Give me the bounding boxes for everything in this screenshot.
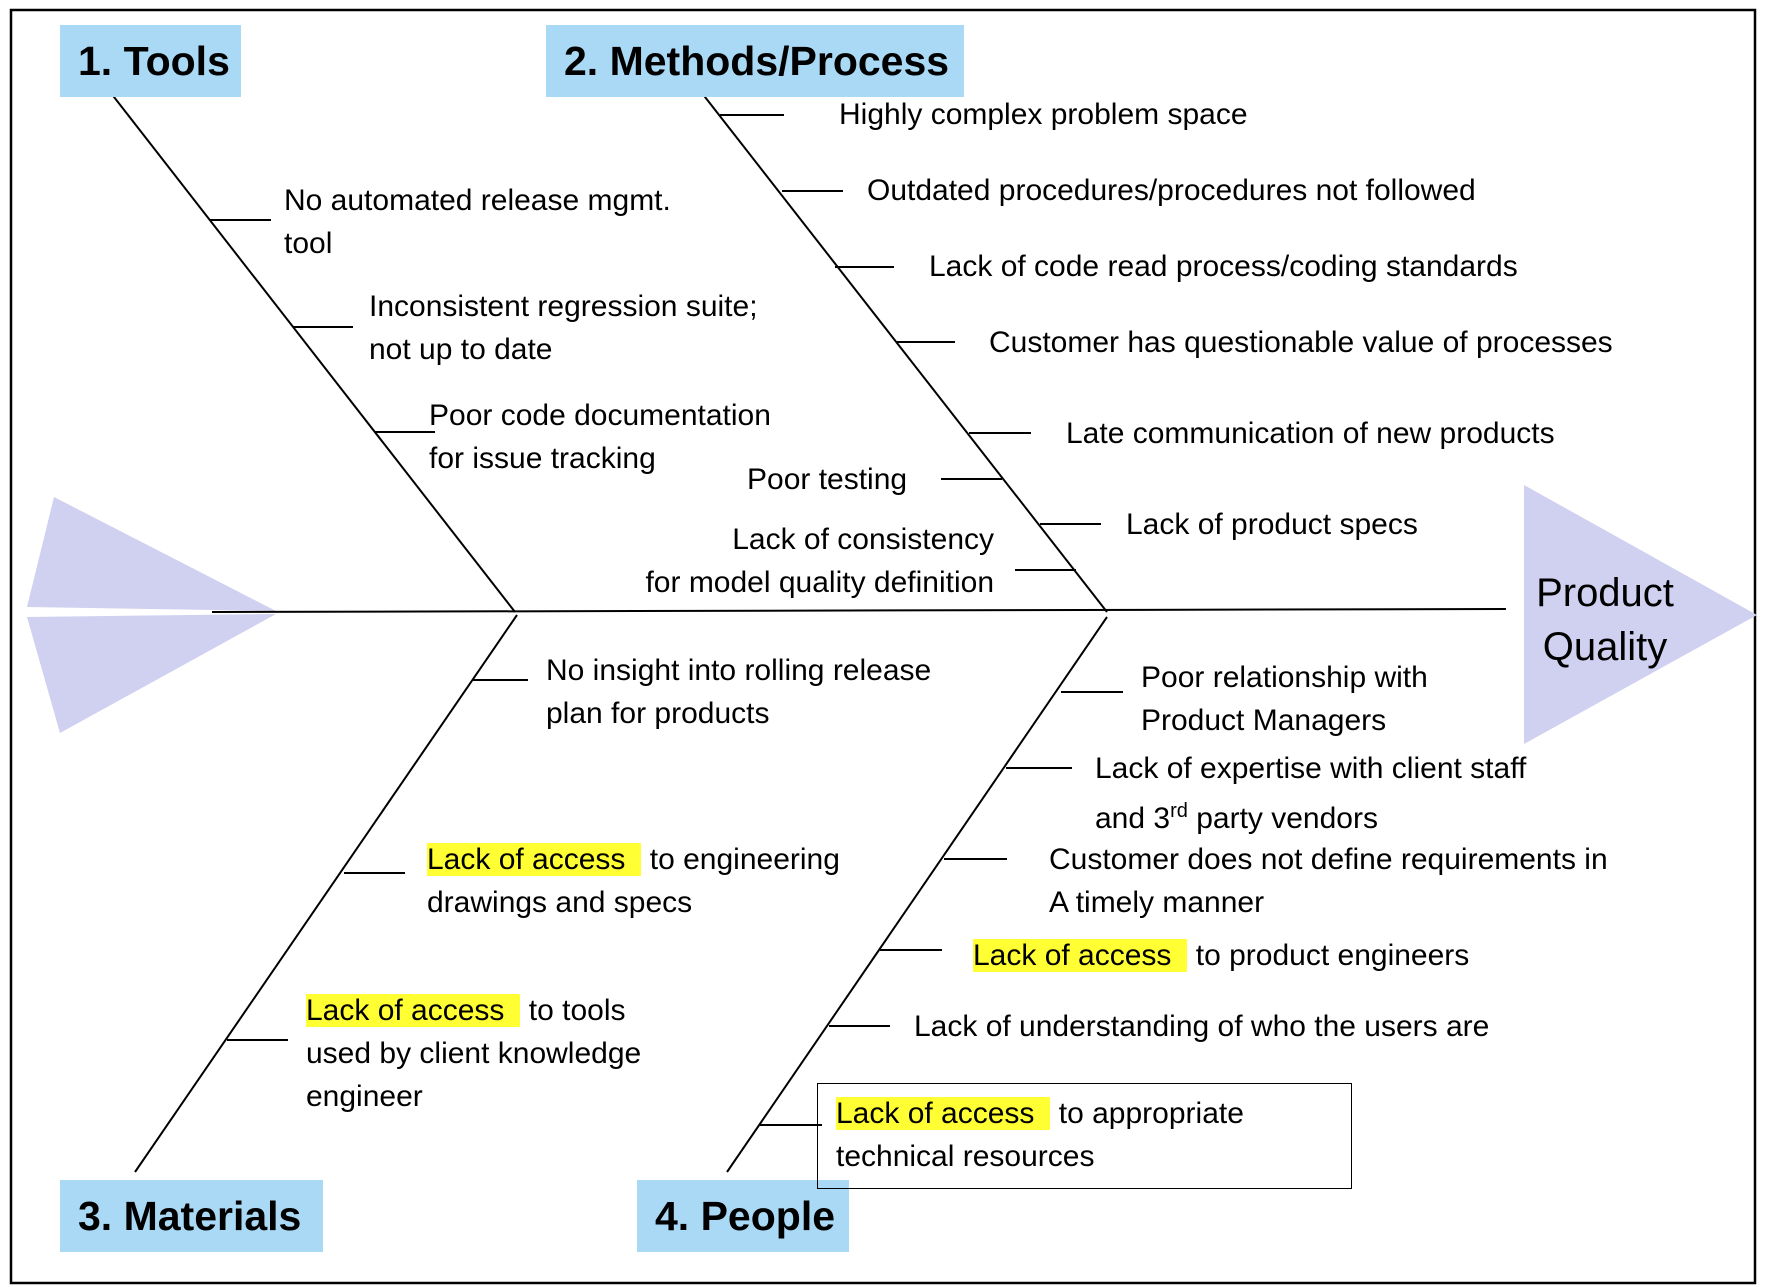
cause-people-5: Lack of understanding of who the users a… — [914, 1010, 1490, 1043]
cause-methods-6: Poor testing — [747, 463, 908, 496]
cause-text: No insight into rolling release — [546, 654, 932, 687]
cause-text: Lack of expertise with client staff — [1095, 752, 1527, 785]
cause-people-3: Customer does not define requirements in… — [1049, 838, 1608, 924]
cause-people-6: Lack of access to appropriate technical … — [836, 1092, 1244, 1178]
bone-methods — [697, 87, 1108, 613]
boxed-cause-frame — [817, 1083, 1352, 1189]
cause-methods-8: Lack of consistency for model quality de… — [594, 518, 994, 604]
cause-text: not up to date — [369, 333, 553, 366]
cause-methods-4: Customer has questionable value of proce… — [989, 326, 1613, 359]
category-tools: 1. Tools — [60, 25, 241, 97]
cause-methods-2: Outdated procedures/procedures not follo… — [867, 174, 1476, 207]
cause-text: for issue tracking — [429, 442, 656, 475]
superscript: rd — [1170, 800, 1188, 822]
cause-tools-3: Poor code documentation for issue tracki… — [429, 394, 771, 480]
cause-text: to engineering — [641, 843, 840, 876]
tail-lower-fin — [27, 614, 276, 733]
cause-methods-7: Lack of product specs — [1126, 508, 1418, 541]
effect-head-triangle — [1524, 485, 1757, 744]
bone-tools — [106, 87, 516, 613]
highlight-lack-of-access: Lack of access — [836, 1097, 1051, 1130]
cause-text: technical resources — [836, 1140, 1095, 1173]
cause-text: Product Managers — [1141, 704, 1387, 737]
cause-text: used by client knowledge — [306, 1037, 642, 1070]
cause-text: to product engineers — [1187, 939, 1470, 972]
outer-border — [9, 8, 1757, 1285]
effect-line-1: Product — [1536, 571, 1674, 615]
effect-line-2: Quality — [1542, 625, 1668, 669]
cause-text: party vendors — [1187, 802, 1378, 835]
cause-text: to tools — [520, 994, 626, 1027]
spine — [211, 608, 1507, 613]
cause-text: plan for products — [546, 697, 770, 730]
cause-text: A timely manner — [1049, 886, 1265, 919]
highlight-lack-of-access: Lack of access — [973, 939, 1188, 972]
cause-methods-3: Lack of code read process/coding standar… — [929, 250, 1518, 283]
cause-text: Inconsistent regression suite; — [369, 290, 758, 323]
cause-text: and 3 — [1095, 802, 1171, 835]
category-materials: 3. Materials — [60, 1180, 323, 1252]
cause-methods-5: Late communication of new products — [1066, 417, 1555, 450]
cause-text: to appropriate — [1050, 1097, 1244, 1130]
highlight-lack-of-access: Lack of access — [427, 843, 642, 876]
cause-text: tool — [284, 227, 333, 260]
cause-text: Lack of consistency — [732, 523, 994, 556]
cause-text: drawings and specs — [427, 886, 693, 919]
highlight-lack-of-access: Lack of access — [306, 994, 521, 1027]
tail-upper-fin — [27, 497, 276, 611]
category-methods: 2. Methods/Process — [546, 25, 964, 97]
cause-materials-2: Lack of access to engineering drawings a… — [427, 838, 840, 924]
bone-people — [726, 616, 1108, 1173]
bone-materials — [134, 614, 518, 1173]
cause-tools-1: No automated release mgmt. tool — [284, 179, 671, 265]
cause-tools-2: Inconsistent regression suite; not up to… — [369, 285, 758, 371]
cause-people-1: Poor relationship with Product Managers — [1141, 656, 1428, 742]
cause-text: No automated release mgmt. — [284, 184, 671, 217]
cause-people-4: Lack of access to product engineers — [973, 934, 1469, 977]
cause-materials-1: No insight into rolling release plan for… — [546, 649, 931, 735]
cause-materials-3: Lack of access to tools used by client k… — [306, 989, 641, 1118]
effect-label: Product Quality — [1510, 566, 1700, 674]
cause-text: Poor code documentation — [429, 399, 771, 432]
cause-text: Poor relationship with — [1141, 661, 1428, 694]
cause-text: for model quality definition — [645, 566, 994, 599]
cause-methods-1: Highly complex problem space — [839, 98, 1248, 131]
category-people: 4. People — [637, 1180, 849, 1252]
cause-text: engineer — [306, 1080, 423, 1113]
cause-people-2: Lack of expertise with client staff and … — [1095, 747, 1526, 840]
cause-text: Customer does not define requirements in — [1049, 843, 1608, 876]
